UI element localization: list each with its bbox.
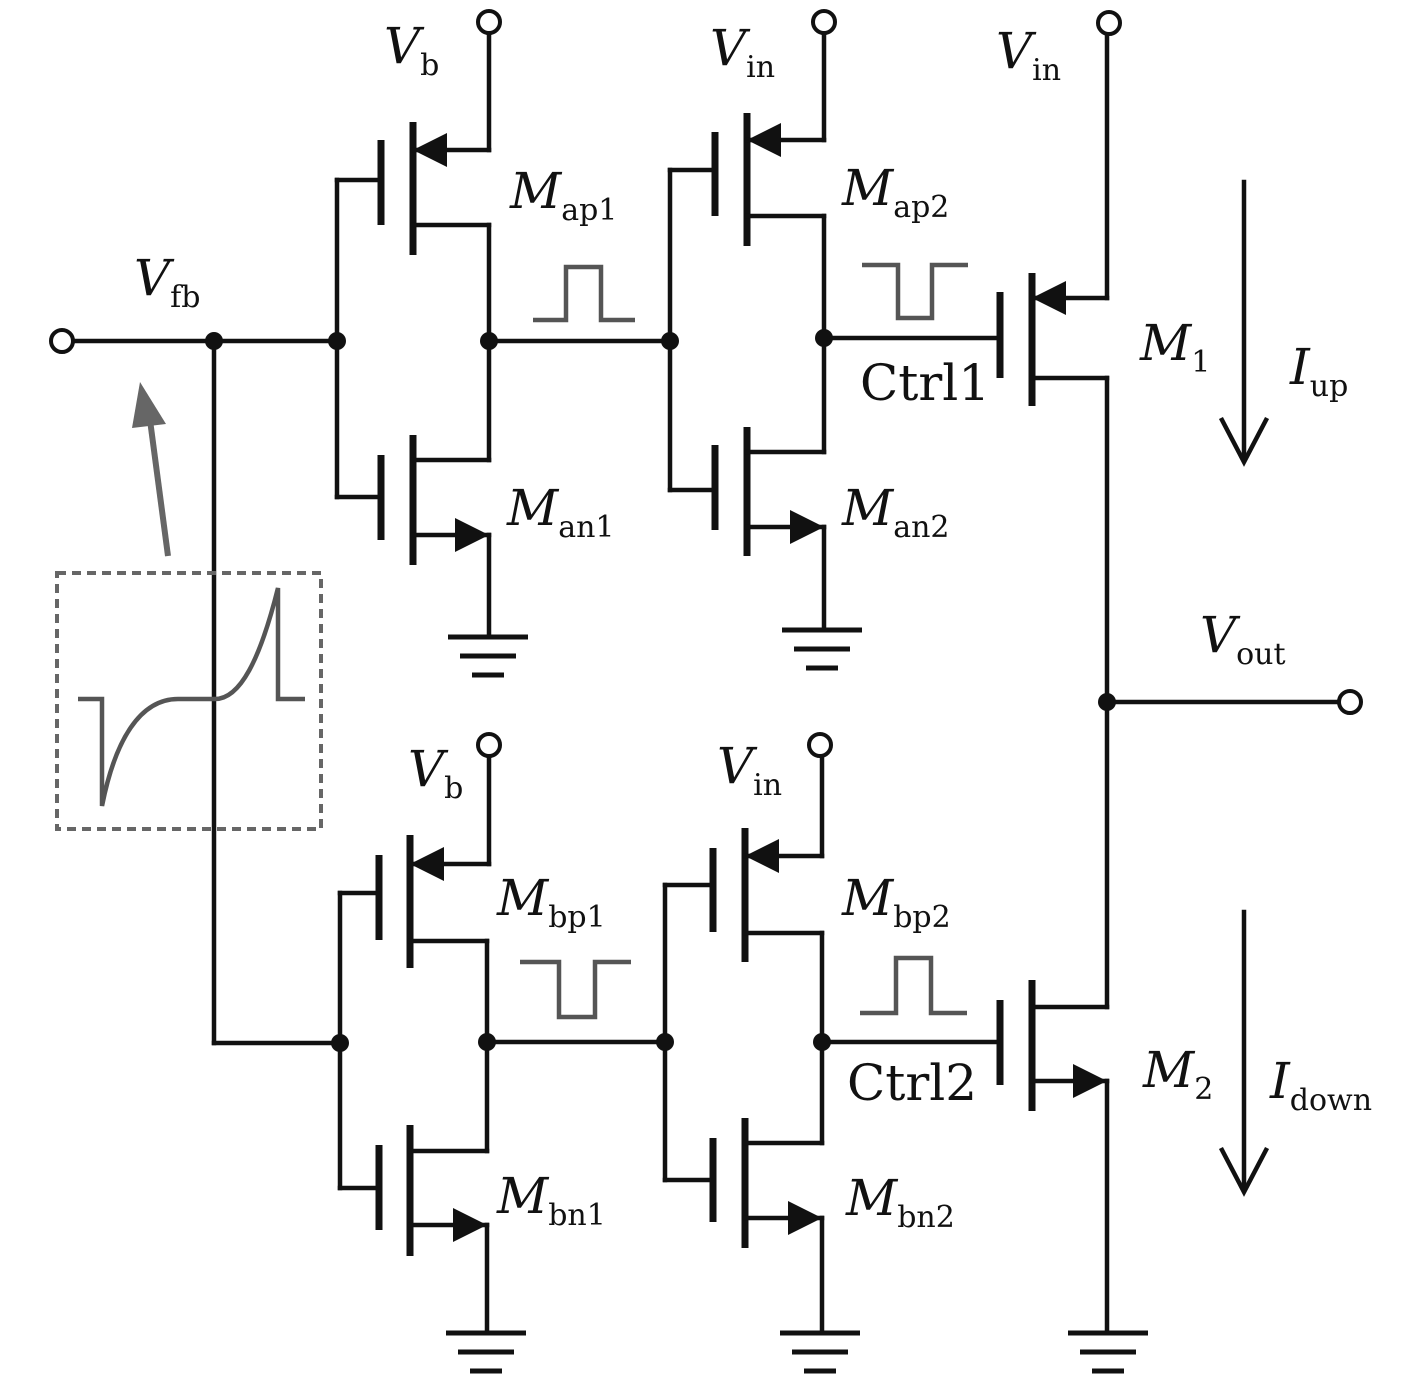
vin-bottom-mid-supply-terminal: [807, 732, 833, 758]
idown-current-arrow: [1218, 909, 1270, 1197]
m1-label: M1: [1139, 314, 1210, 380]
map2-label: Map2: [841, 159, 949, 225]
vin-top-mid-label: Vin: [710, 19, 775, 85]
bottom-inv1-output-dot: [478, 1033, 496, 1051]
vb-top-label: Vb: [384, 17, 439, 83]
bottom-inverter-1: [331, 732, 668, 1374]
man1-label: Man1: [506, 479, 615, 545]
bottom-inv2-input-dot: [656, 1033, 674, 1051]
vfb-label: Vfb: [134, 249, 200, 315]
mbn1-label: Mbn1: [496, 1167, 606, 1233]
vfb-waveform-box: [55, 571, 323, 831]
vfb-junction-dot: [205, 332, 223, 350]
pmos-mbp2: [709, 754, 825, 1146]
bottom-inv1-pulse-waveform: [520, 959, 631, 1020]
nmos-man1: [377, 435, 492, 640]
idown-label: Idown: [1269, 1052, 1372, 1118]
top-inv1-pulse-waveform: [533, 264, 635, 323]
ctrl1-node-dot: [815, 329, 833, 347]
vfb-feedback-waveform: [78, 587, 305, 807]
iup-current-arrow: [1218, 179, 1270, 467]
vout-label: Vout: [1200, 606, 1286, 672]
nmos-mbn2: [709, 1118, 825, 1336]
mbp1-label: Mbp1: [496, 869, 606, 935]
output-stage: [996, 10, 1363, 1374]
mbn2-label: Mbn2: [845, 1169, 955, 1235]
nmos-man2: [711, 427, 827, 633]
man2-label: Man2: [841, 479, 950, 545]
ctrl1-pulse-waveform: [862, 262, 968, 321]
vfb-waveform-callout-arrow: [132, 382, 171, 557]
top-inverter-2: [661, 9, 1001, 671]
vin-top-mid-supply-terminal: [811, 9, 837, 35]
vb-bottom-label: Vb: [408, 740, 463, 806]
vin-top-right-label: Vin: [996, 22, 1061, 88]
ctrl2-label: Ctrl2: [847, 1054, 977, 1112]
labels: Vb Vin Vin Vfb Map1 Map2 Man1 Man2 M1 Iu…: [134, 17, 1372, 1235]
ctrl2-pulse-waveform: [860, 955, 967, 1016]
ctrl2-node-dot: [813, 1033, 831, 1051]
ground-symbol-man2: [782, 627, 862, 671]
vin-top-right-supply-terminal: [1096, 10, 1122, 36]
ground-symbol-m2: [1068, 1330, 1148, 1374]
top-inv2-input-dot: [661, 332, 679, 350]
vout-junction-dot: [1098, 693, 1116, 711]
vb-top-supply-terminal: [476, 9, 502, 35]
vfb-terminal: [49, 328, 75, 354]
ground-symbol-mbn2: [780, 1330, 860, 1374]
nmos-mbn1: [375, 1125, 490, 1336]
vfb-input-net: [49, 328, 343, 1046]
vout-terminal: [1337, 689, 1363, 715]
vin-bottom-mid-label: Vin: [717, 737, 782, 803]
pmos-mbp1: [375, 754, 492, 1154]
ground-symbol-mbn1: [446, 1330, 526, 1374]
nmos-m2: [996, 980, 1110, 1336]
pmos-map1: [377, 31, 492, 463]
m2-label: M2: [1142, 1041, 1213, 1107]
mbp2-label: Mbp2: [841, 869, 951, 935]
top-inv1-input-dot: [328, 332, 346, 350]
iup-label: Iup: [1289, 338, 1348, 404]
pmos-m1: [996, 32, 1110, 406]
map1-label: Map1: [509, 162, 617, 228]
top-inv1-output-dot: [480, 332, 498, 350]
vb-bottom-supply-terminal: [476, 732, 502, 758]
ctrl1-label: Ctrl1: [860, 354, 990, 412]
bottom-inv1-input-dot: [331, 1034, 349, 1052]
top-inverter-1: [328, 9, 673, 678]
bottom-inverter-2: [656, 732, 1001, 1374]
pmos-map2: [711, 31, 827, 455]
ground-symbol-man1: [448, 634, 528, 678]
